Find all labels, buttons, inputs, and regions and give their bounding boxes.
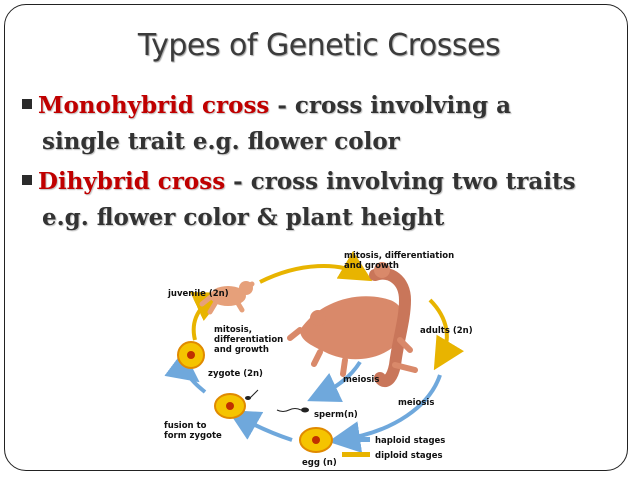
label-adults: adults (2n) (420, 326, 473, 336)
label-zygote: zygote (2n) (208, 369, 263, 379)
bullet-text-cont: e.g. flower color & plant height (42, 204, 445, 231)
legend-swatch-diploid (342, 452, 370, 457)
legend-label-haploid: haploid stages (375, 436, 446, 446)
legend-label-diploid: diploid stages (375, 451, 443, 461)
diploid-arrow-left (190, 291, 226, 341)
bullet-monohybrid: Monohybrid cross - cross involving a sin… (22, 88, 511, 160)
bullet-marker (22, 175, 32, 185)
label-meiosis-right: meiosis (398, 398, 435, 408)
bullet-dihybrid: Dihybrid cross - cross involving two tra… (22, 164, 576, 236)
bullet-separator: - (269, 92, 295, 119)
diploid-arrow-right (428, 298, 465, 371)
label-fusion: fusion to form zygote (164, 421, 222, 441)
haploid-arrow-fusion (164, 350, 207, 394)
term-dihybrid: Dihybrid cross (38, 168, 226, 195)
label-mitosis-top: mitosis, differentiation and growth (344, 251, 455, 271)
diploid-arrow-top (259, 251, 373, 284)
legend-swatch-haploid (342, 437, 370, 442)
sperm-cell (276, 407, 309, 413)
haploid-arrow-right (328, 374, 442, 453)
bullet-marker (22, 99, 32, 109)
term-monohybrid: Monohybrid cross (38, 92, 270, 119)
fusion-cell (214, 393, 246, 419)
zygote-cell (177, 341, 205, 369)
adult-figures (287, 262, 418, 388)
bullet-text: cross involving a (294, 92, 511, 119)
slide-title: Types of Genetic Crosses (137, 28, 501, 63)
haploid-arrow-meiosis (307, 360, 362, 402)
egg-cell (299, 427, 333, 453)
bullet-separator: - (225, 168, 251, 195)
label-egg: egg (n) (302, 458, 337, 468)
label-juvenile: juvenile (2n) (168, 289, 229, 299)
label-meiosis-center: meiosis (343, 375, 380, 385)
sperm-cell-2 (245, 389, 259, 400)
bullet-text: cross involving two traits (250, 168, 576, 195)
bullet-text-cont: single trait e.g. flower color (42, 128, 400, 155)
haploid-arrow-egg (227, 410, 293, 442)
juvenile-figure (199, 281, 255, 315)
label-sperm: sperm(n) (314, 410, 358, 420)
label-mitosis-left: mitosis, differentiation and growth (214, 325, 284, 355)
